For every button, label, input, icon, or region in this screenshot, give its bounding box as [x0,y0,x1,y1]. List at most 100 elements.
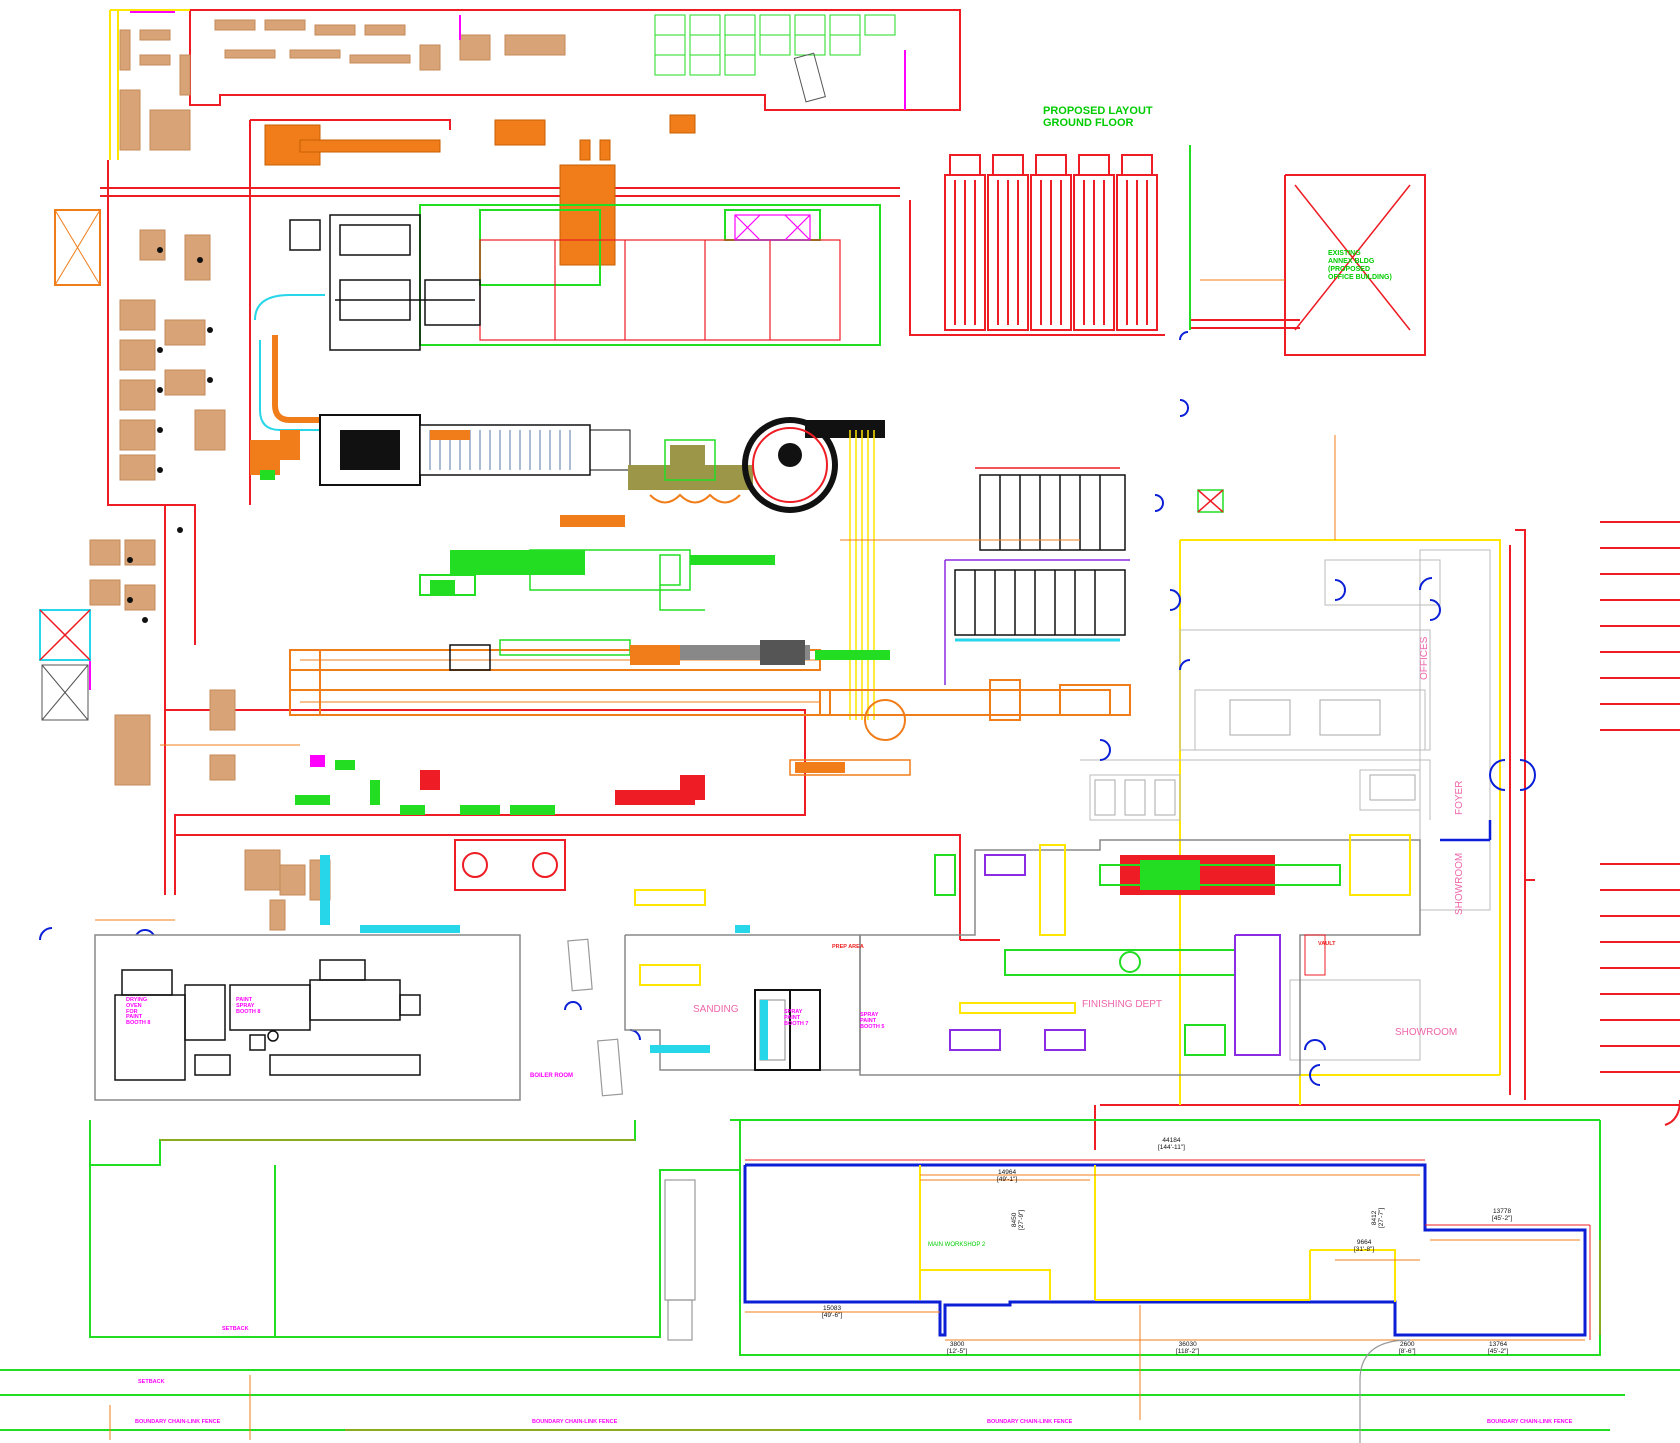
office-area [1080,549,1491,1061]
production-line-2 [319,414,885,527]
fence-label-3: BOUNDARY CHAIN-LINK FENCE [987,1419,1073,1425]
annex-line-4: OFFICE BUILDING) [1328,274,1392,281]
pb5-l1: SPRAY [860,1012,879,1018]
left-utility-box [39,209,101,721]
room-vault: VAULT [1318,941,1336,947]
paint-booth-7-label: SPRAY PAINT BOOTH 7 [784,1009,809,1027]
drying-oven-l1: DRYING [126,997,148,1003]
dim-44184-mm: 44184 [1162,1137,1181,1144]
drying-oven-l4: PAINT [126,1014,143,1021]
fence-label-2: BOUNDARY CHAIN-LINK FENCE [532,1419,618,1425]
dim-2600: 2600[8'-6"] [1399,1341,1416,1356]
storage-grid [654,14,896,76]
title-line-1: PROPOSED LAYOUT [1043,105,1153,117]
production-line-4 [289,639,1131,776]
dim-13778-ft: [45'-2"] [1492,1214,1513,1222]
pb8-l1: PAINT [236,997,253,1003]
dim-36030: 36030[118'-2"] [1176,1341,1200,1356]
black-machine-1 [289,214,481,351]
room-sanding: SANDING [693,1004,739,1015]
title-line-2: GROUND FLOOR [1043,117,1134,129]
dim-8450: 8450[27'-9"] [1011,1209,1026,1230]
room-boiler: BOILER ROOM [530,1073,573,1079]
room-showroom-lower: SHOWROOM [1395,1027,1458,1038]
pb7-l1: SPRAY [784,1009,803,1015]
workshop-partitions [919,1165,1396,1302]
annex-line-2: ANNEX BLDG [1328,258,1375,265]
vault-box [1304,934,1326,976]
pb5-l3: BOOTH 5 [860,1023,885,1030]
drying-oven-label: DRYING OVEN FOR PAINT BOOTH 8 [126,997,151,1027]
dim-15083: 15083[49'-6"] [822,1305,842,1320]
pb5-l2: PAINT [860,1017,877,1024]
dim-8412-ft: [27'-7"] [1377,1207,1385,1228]
dim-36030-ft: [118'-2"] [1176,1347,1200,1355]
sanding-area [624,889,861,1071]
magenta-markers [89,11,906,690]
dim-13764-ft: [45'-2"] [1488,1347,1509,1355]
setback-label-1: SETBACK [222,1326,249,1332]
annex-line-3: (PROPOSED [1328,266,1371,273]
dim-36030-mm: 36030 [1178,1341,1197,1348]
annex-cross [1197,184,1411,513]
dim-3800-ft: [12'-5"] [947,1347,968,1355]
dim-13778: 13778[45'-2"] [1492,1208,1513,1223]
office-chairs [127,247,213,623]
dim-9664-mm: 9664 [1356,1239,1372,1246]
dim-9664: 9664[31'-8"] [1354,1239,1375,1254]
dim-13764-mm: 13764 [1489,1341,1508,1348]
room-showroom-upper: SHOWROOM [1454,852,1465,915]
dim-13764: 13764[45'-2"] [1488,1341,1509,1356]
dim-2600-mm: 2600 [1400,1341,1415,1348]
dim-15083-mm: 15083 [823,1305,842,1312]
pb8-l2: SPRAY [236,1002,255,1009]
workshop-outline [743,1163,1587,1337]
dim-14964-mm: 14964 [998,1169,1017,1176]
room-offices: OFFICES [1419,636,1430,680]
truck-outline [793,52,826,103]
red-pallet-racks [944,154,1158,331]
room-foyer: FOYER [1454,780,1465,815]
workshop-red-lines [745,1159,1591,1340]
pb8-l3: BOOTH 8 [236,1008,261,1015]
dimension-ticks [745,1174,1601,1420]
paint-booth-area [94,934,521,1101]
drying-oven-l5: BOOTH 8 [126,1020,151,1027]
dim-3800: 3800[12'-5"] [947,1341,968,1356]
paint-booth-5-label: SPRAY PAINT BOOTH 5 [860,1012,885,1030]
paint-booth-8-label: PAINT SPRAY BOOTH 8 [236,997,261,1015]
production-line-3 [419,549,775,611]
production-line-1 [419,204,881,346]
dim-9664-ft: [31'-8"] [1354,1245,1375,1253]
red-grid-line-1 [479,214,841,341]
room-finishing: FINISHING DEPT [1082,999,1163,1010]
dim-14964: 14964[49'-1"] [997,1169,1018,1184]
building-perimeter [100,9,1680,1150]
fence-label-4: BOUNDARY CHAIN-LINK FENCE [1487,1419,1573,1425]
dim-3800-mm: 3800 [949,1341,965,1348]
small-stations [295,755,555,815]
prep-area-label: PREP AREA [832,944,864,950]
dim-44184: 44184[144'-11"] [1158,1137,1185,1152]
drying-oven-l2: OVEN [126,1002,142,1009]
orange-machine-top [264,114,696,266]
dim-2600-ft: [8'-6"] [1399,1347,1416,1355]
dim-8450-ft: [27'-9"] [1017,1209,1025,1230]
drying-oven-l3: FOR [126,1008,138,1015]
pb7-l3: BOOTH 7 [784,1020,809,1027]
dim-14964-ft: [49'-1"] [997,1175,1018,1183]
dim-13778-mm: 13778 [1493,1208,1512,1215]
orange-section-line-2 [250,430,300,480]
cyan-benches [320,855,768,1060]
fence-label-1: BOUNDARY CHAIN-LINK FENCE [135,1419,221,1425]
red-machine-small [420,770,705,891]
setback-label-2: SETBACK [138,1379,165,1385]
finishing-dept [859,834,1421,1076]
rack-storage [954,474,1126,636]
trucks [567,938,1411,1443]
rack-borders [944,467,1130,685]
curved-conveyor [254,294,325,431]
orange-dimension-lines [95,279,1336,1440]
dim-44184-ft: [144'-11"] [1158,1143,1185,1151]
